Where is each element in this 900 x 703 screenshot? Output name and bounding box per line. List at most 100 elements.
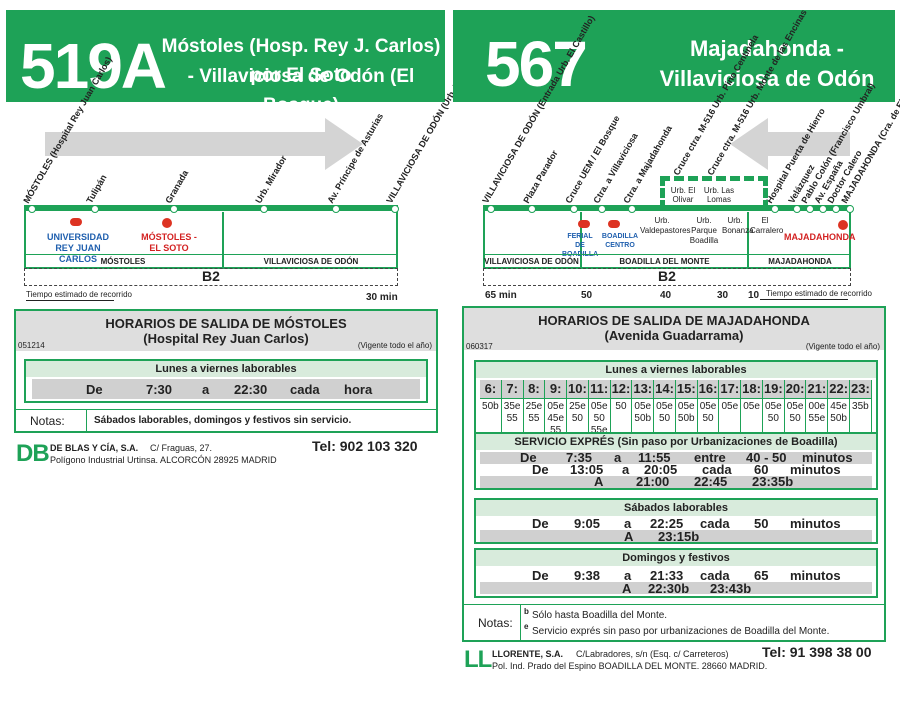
cercanias-icon [162, 218, 172, 228]
route-header-519a: 519A Móstoles (Hosp. Rey J. Carlos) por … [6, 10, 445, 116]
sunday-cell: A [622, 581, 632, 596]
zone-divider [222, 212, 224, 268]
minute-value: 55e [590, 425, 608, 436]
hour-label: 16: [697, 380, 719, 399]
sunday-cell: 65 [754, 568, 769, 583]
hour-label: 20: [784, 380, 806, 399]
stop-dot [771, 205, 779, 213]
schedule-subtitle: (Avenida Guadarrama) [604, 328, 744, 343]
saturday-cell: a [624, 516, 632, 531]
direction-arrow [45, 118, 363, 170]
stop-label-lower: Urb. Valdepastores [640, 216, 691, 235]
minute-list: 50 [611, 399, 632, 413]
operator-addr1: C/Labradores, s/n (Esq. c/ Carreteros) [576, 649, 729, 659]
zone-row-line [24, 254, 398, 255]
time-value: 50 [581, 290, 593, 301]
route-header-567: 567 Majadahonda - Villaviciosa de Odón [453, 10, 895, 102]
route-name-line2: - Villaviciosa de Odón (El Bosque) [187, 66, 415, 116]
minute-list: 05e [719, 399, 740, 413]
stop-dot [806, 205, 814, 213]
time-value: 40 [660, 290, 672, 301]
schedule-box-left: HORARIOS DE SALIDA DE MÓSTOLES (Hospital… [14, 309, 438, 433]
sunday-cell: De [532, 568, 549, 583]
minute-value: 50 [702, 413, 714, 424]
sunday-cell: a [624, 568, 632, 583]
sunday-cell: 23:43b [710, 581, 752, 596]
operator-tel: Tel: 902 103 320 [312, 438, 418, 454]
hour-label: 10: [567, 380, 588, 399]
express-cell: entre [694, 450, 726, 465]
zone-divider [747, 212, 749, 268]
zone-divider [580, 212, 582, 268]
minute-value: 55 [550, 425, 562, 436]
hour-column: 18:05e [741, 380, 763, 432]
minute-value: 35b [852, 401, 869, 412]
operator-tel: Tel: 91 398 38 00 [762, 644, 872, 660]
hour-column: 17:05e [719, 380, 742, 432]
weekday-row-bg [32, 379, 420, 399]
route-name-line2: Villaviciosa de Odón [659, 66, 875, 91]
operator-logo: DB [16, 440, 50, 467]
route-number: 519A [20, 30, 167, 102]
weekday-freq: hora [344, 382, 373, 397]
express-cell: 20:05 [644, 462, 678, 477]
weekday-cada: cada [290, 382, 320, 397]
sunday-cell: 21:33 [650, 568, 684, 583]
express-cell: 7:35 [566, 450, 593, 465]
zone-name: VILLAVICIOSA DE ODÓN [484, 257, 579, 266]
stop-label-lower: Urb. Bonanza [722, 216, 754, 235]
hour-column: 23:35b [850, 380, 872, 432]
notes-sep [86, 410, 87, 431]
branch-stop: Urb. Las Lomas [703, 186, 735, 204]
zone-name: BOADILLA DEL MONTE [619, 257, 710, 266]
express-cell: minutos [802, 450, 853, 465]
stop-dot [832, 205, 840, 213]
minute-value: 05e [547, 401, 565, 412]
route-line [24, 206, 398, 211]
express-cell: 21:00 [636, 474, 670, 489]
minute-value: 25e [569, 401, 586, 412]
minute-value: 05e [786, 401, 804, 412]
branch-stop: Urb. El Olivar [670, 186, 696, 204]
express-cell: 22:45 [694, 474, 728, 489]
hour-label: 14: [654, 380, 675, 399]
hour-label: 13: [632, 380, 654, 399]
express-cell: cada [702, 462, 732, 477]
stop-label: Plaza Parador [521, 148, 560, 205]
express-row-bg [480, 476, 872, 488]
minute-value: 50 [658, 413, 671, 424]
sunday-row-bg [480, 582, 872, 594]
cercanias-icon [838, 220, 848, 230]
weekday-a: a [202, 382, 210, 397]
express-cell: 23:35b [752, 474, 794, 489]
operator-name: DE BLAS Y CÍA, S.A. [50, 443, 139, 453]
zone-name: VILLAVICIOSA DE ODÓN [263, 257, 359, 266]
saturday-cell: minutos [790, 516, 841, 531]
schedule-box-right: HORARIOS DE SALIDA DE MAJADAHONDA (Aveni… [462, 306, 886, 642]
operator-name: LLORENTE, S.A. [492, 649, 564, 659]
stop-dot [846, 205, 854, 213]
note-mark: b [524, 607, 529, 616]
zone-row-line [483, 254, 851, 255]
express-cell: A [594, 474, 604, 489]
minute-value: 05e [764, 401, 782, 412]
schedule-code: 051214 [18, 341, 45, 350]
schedule-title: HORARIOS DE SALIDA DE MÓSTOLES [105, 316, 347, 331]
sunday-cell: cada [700, 568, 730, 583]
time-label: Tiempo estimado de recorrido [766, 289, 872, 298]
sunday-cell: 9:38 [574, 568, 601, 583]
station-label: MÓSTOLES -EL SOTO [141, 232, 197, 253]
hour-label: 8: [523, 380, 545, 399]
